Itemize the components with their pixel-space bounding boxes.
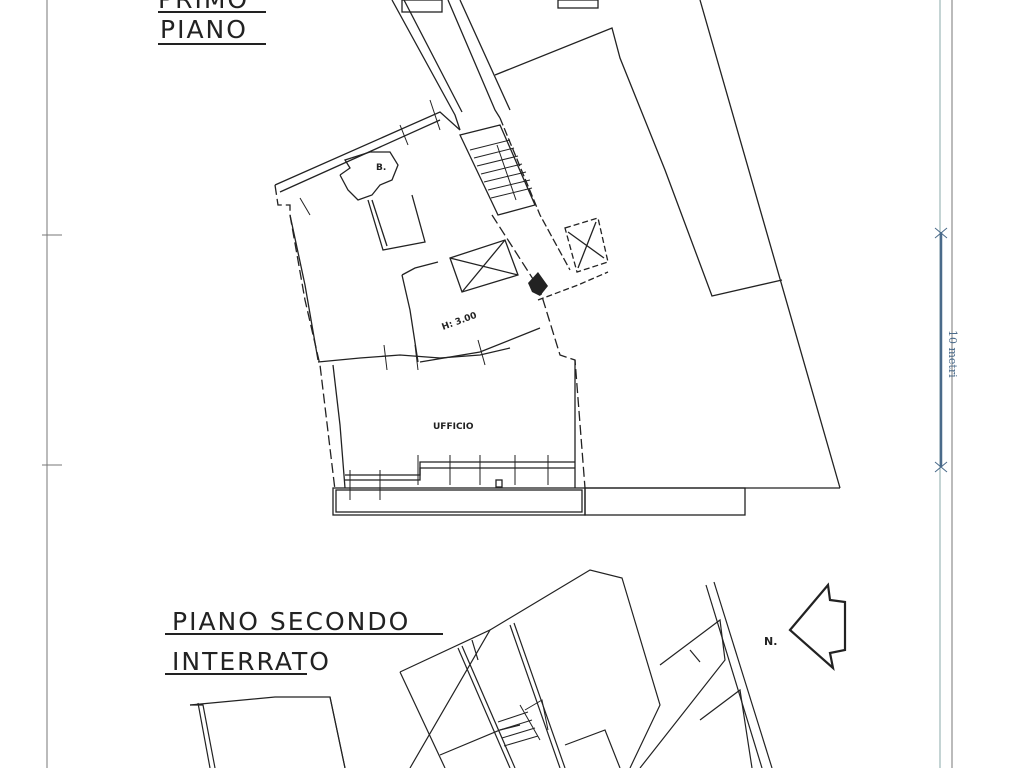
first-floor-title-line1: PRIMO — [158, 0, 249, 14]
basement-plan — [189, 569, 773, 768]
scale-label: 10 metri — [946, 330, 959, 378]
room-label-bath: B. — [376, 163, 386, 173]
basement-title-line1: PIANO SECONDO — [172, 607, 410, 636]
basement-title-line2: INTERRATO — [172, 647, 331, 676]
first-floor-title-line2: PIANO — [160, 15, 248, 44]
north-arrow-icon — [788, 582, 847, 671]
north-label: N. — [764, 635, 777, 648]
room-label-office: UFFICIO — [433, 422, 474, 432]
first-floor-title: PRIMO PIANO — [158, 0, 266, 45]
scale-bar: 10 metri — [934, 227, 959, 473]
room-label-height: H: 3.00 — [441, 311, 479, 333]
basement-title: PIANO SECONDO INTERRATO — [165, 607, 443, 676]
first-floor-plan — [274, 0, 841, 516]
entrance-arrow-icon — [528, 272, 548, 296]
